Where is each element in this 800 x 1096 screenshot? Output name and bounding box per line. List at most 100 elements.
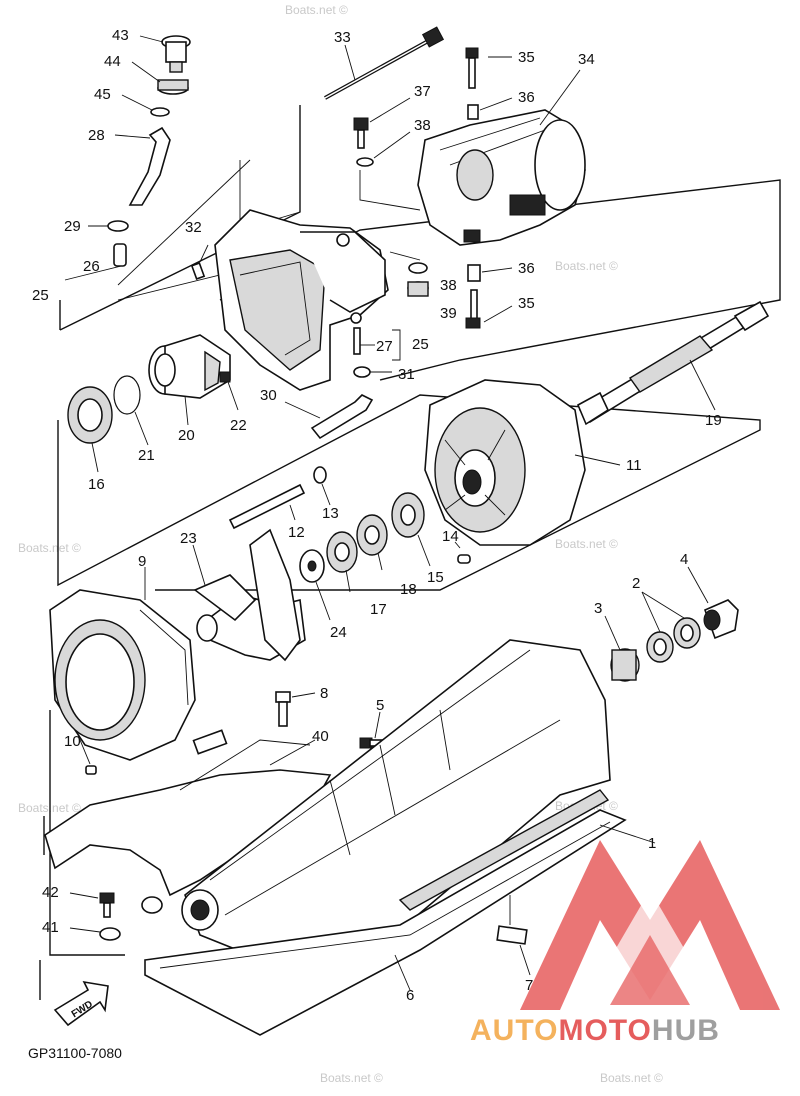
bearing-16	[67, 386, 113, 473]
seal-17-inner	[334, 542, 350, 562]
fwd-arrow-shape	[53, 980, 109, 1027]
callout-30: 30	[260, 387, 277, 404]
logo-word-moto: MOTO	[558, 1014, 651, 1047]
leader-line	[481, 267, 513, 273]
pump-housing-11	[424, 379, 621, 546]
callout-40: 40	[312, 728, 329, 745]
leader-line	[315, 581, 331, 621]
callout-10: 10	[64, 733, 81, 750]
leader-line	[289, 504, 296, 521]
callout-12: 12	[288, 524, 305, 541]
watermark-text: Boats.net ©	[600, 1071, 663, 1085]
diagram-code: GP31100-7080	[28, 1045, 122, 1061]
bolt-shank	[470, 289, 478, 321]
housing-boss	[336, 233, 350, 247]
callout-11: 11	[626, 457, 642, 474]
pin-part	[353, 327, 361, 355]
shaft-spline	[628, 335, 714, 393]
leader-line	[121, 94, 153, 111]
clamp-part	[150, 107, 170, 117]
callout-18: 18	[400, 581, 417, 598]
housing-opening	[229, 249, 326, 371]
leader-line	[689, 359, 716, 411]
frame-line	[57, 394, 761, 591]
callout-3: 3	[594, 600, 602, 617]
housing-detail	[224, 719, 561, 916]
intake-housing-9	[49, 567, 196, 775]
duct-tab	[192, 729, 228, 755]
nozzle-group	[113, 334, 239, 446]
bushing-2-inner	[653, 638, 667, 656]
bolt-head	[465, 317, 481, 329]
leader-line	[374, 711, 381, 739]
leader-line	[69, 927, 101, 933]
clip-13	[313, 466, 327, 484]
leader-line	[344, 44, 356, 81]
leader-line	[539, 69, 581, 126]
callout-44: 44	[104, 53, 121, 70]
leader-line	[269, 739, 316, 766]
leader-line	[227, 381, 239, 411]
long-bolt-33	[324, 26, 445, 100]
fwd-arrow-icon: FWD	[53, 980, 109, 1027]
bearings-group	[299, 492, 431, 621]
callout-32: 32	[185, 219, 202, 236]
callout-38: 38	[440, 277, 457, 294]
callout-39: 39	[440, 305, 457, 322]
callout-36: 36	[518, 89, 535, 106]
leader-line	[139, 35, 164, 43]
watermark-text: Boats.net ©	[555, 259, 618, 273]
leader-line	[389, 251, 421, 261]
callout-35: 35	[518, 295, 535, 312]
callout-14: 14	[442, 528, 459, 545]
leader-line	[483, 305, 513, 323]
housing-bore	[65, 633, 135, 731]
leader-line	[454, 541, 461, 549]
leader-line	[394, 954, 411, 991]
impeller-23	[192, 528, 306, 662]
bushing-2-inner	[680, 624, 694, 642]
leader-line	[479, 97, 513, 111]
unit-connector	[509, 194, 546, 216]
cap-part	[169, 61, 183, 73]
bolt-shank	[468, 57, 476, 89]
leader-line	[117, 159, 251, 286]
washer-part	[408, 262, 428, 274]
leader-line	[641, 591, 661, 633]
cap-4-face	[703, 609, 721, 631]
washer-part	[356, 157, 374, 167]
impeller-hub	[196, 614, 218, 642]
leader-line	[599, 824, 656, 844]
housing-flange	[398, 789, 610, 911]
bolt-42	[103, 902, 111, 918]
callout-31: 31	[398, 366, 415, 383]
callout-1: 1	[648, 835, 656, 852]
pin-10	[85, 765, 97, 775]
leader-line	[69, 892, 99, 899]
callout-37: 37	[414, 83, 431, 100]
watermarks: Boats.net © Boats.net © Boats.net © Boat…	[18, 3, 663, 1085]
frame-line	[49, 710, 125, 956]
watermark-text: Boats.net ©	[285, 3, 348, 17]
callout-8: 8	[320, 685, 328, 702]
leader-line	[687, 566, 709, 604]
callout-29: 29	[64, 218, 81, 235]
callout-5: 5	[376, 697, 384, 714]
clamp-part	[107, 220, 129, 232]
callout-41: 41	[42, 919, 59, 936]
collar-part	[467, 104, 479, 120]
cap-part	[165, 41, 187, 63]
leader-line	[131, 61, 161, 83]
main-housing-group	[44, 639, 656, 1036]
unit-detail	[439, 117, 541, 151]
shaft-end	[733, 300, 770, 332]
callout-24: 24	[330, 624, 347, 641]
housing-vanes	[444, 429, 506, 516]
leader-line	[192, 544, 206, 586]
fitting-part	[113, 243, 127, 267]
plug-8	[278, 701, 288, 727]
drive-shaft-19	[576, 300, 770, 426]
automotohub-logo: AUTOMOTOHUB	[470, 840, 780, 1047]
leader-line	[519, 944, 531, 976]
